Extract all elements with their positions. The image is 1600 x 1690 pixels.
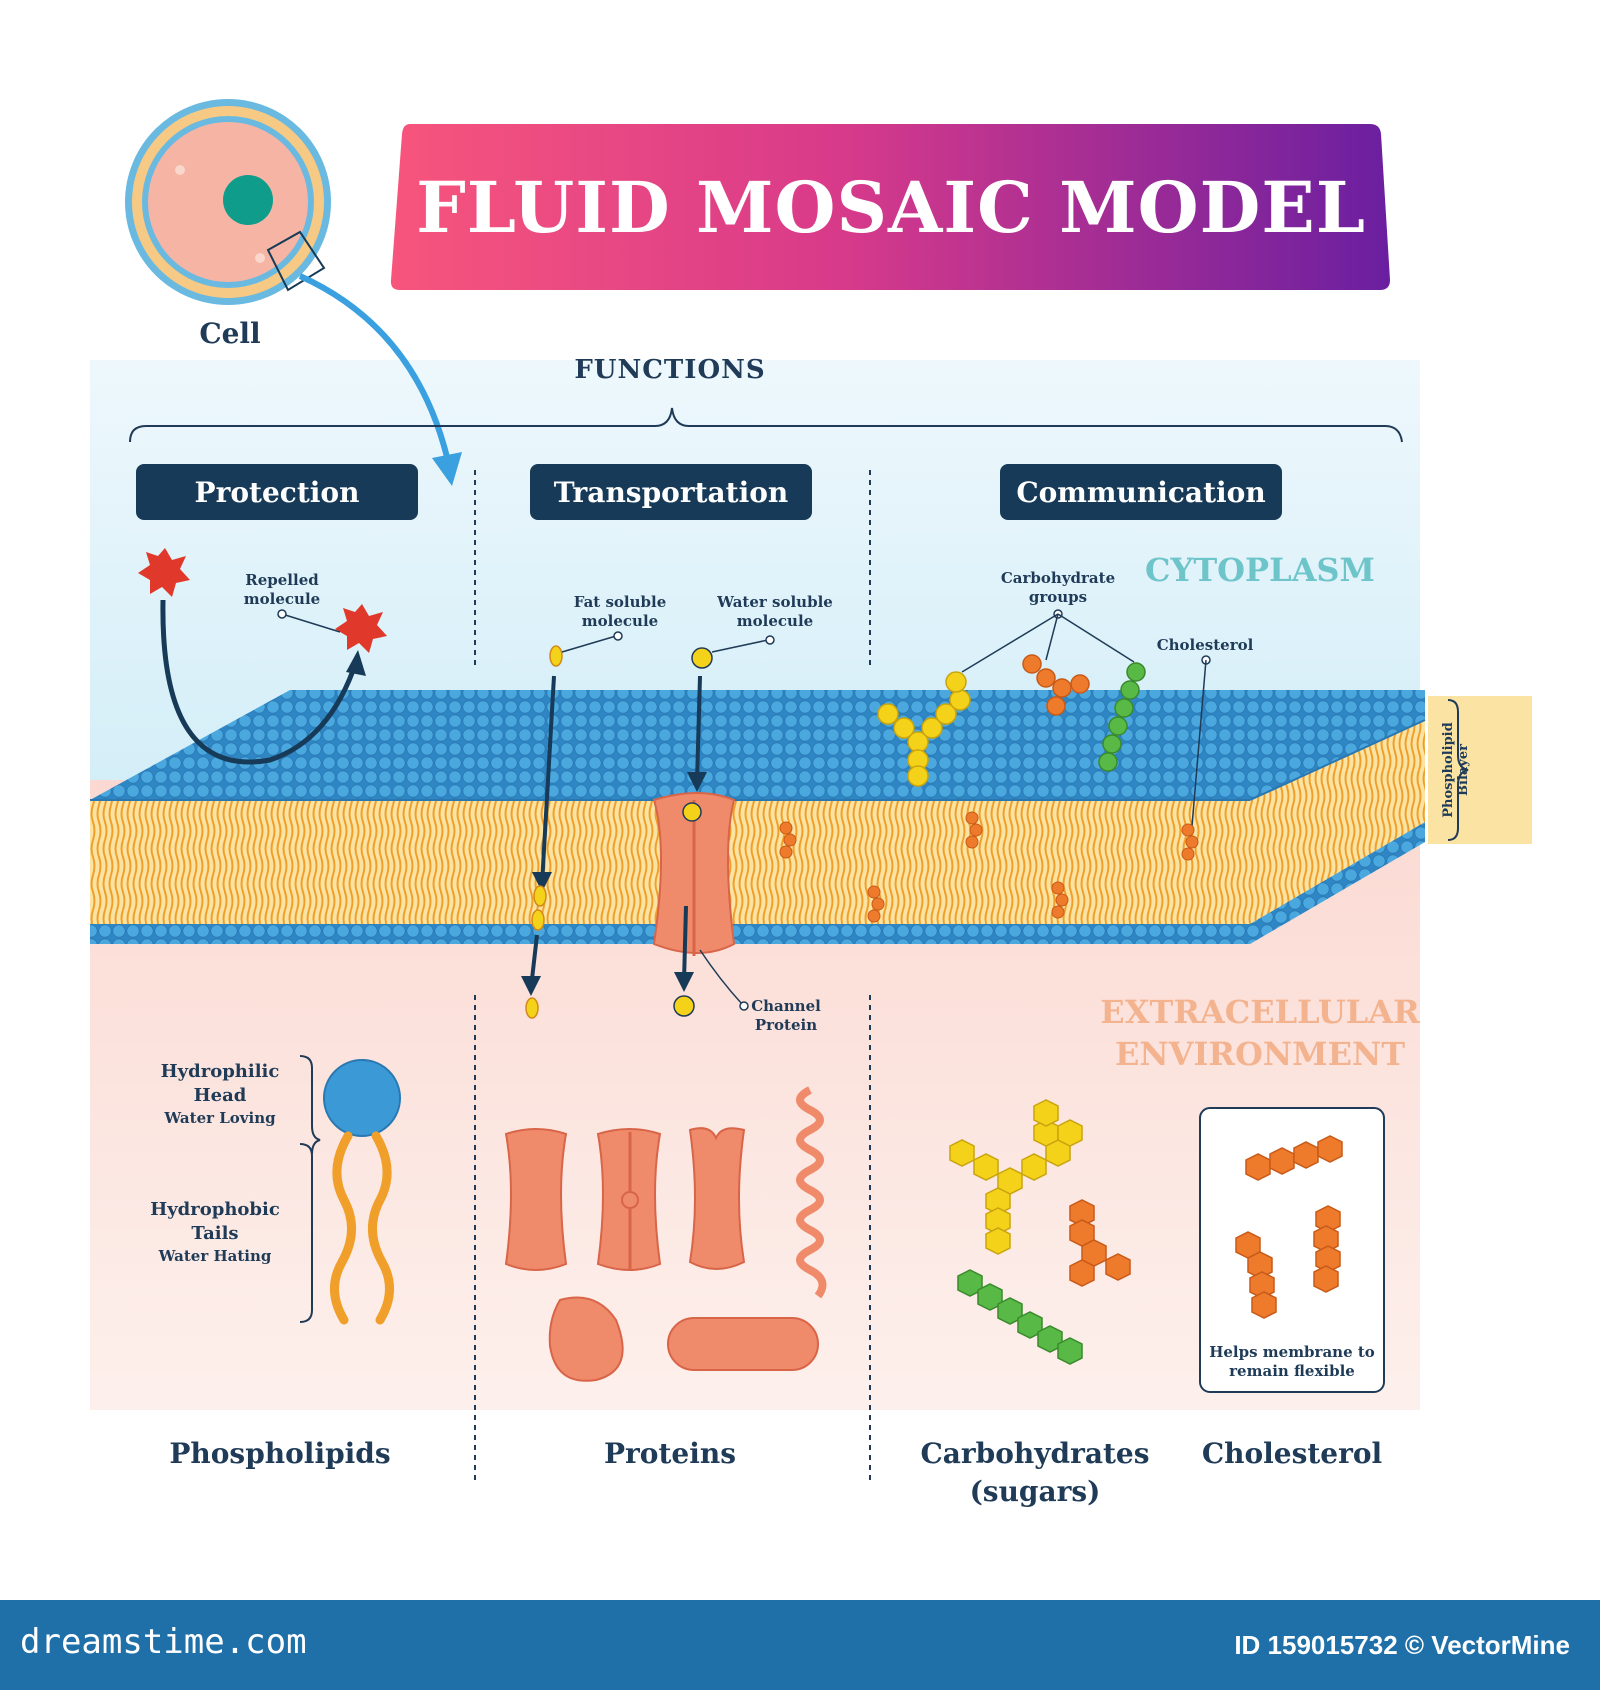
repelled-molecule-graphic	[138, 548, 387, 765]
water-soluble-label-line1: Water soluble	[717, 593, 833, 611]
channel-protein-label-line1: Channel	[751, 997, 821, 1015]
fat-soluble-label-line2: molecule	[581, 612, 659, 630]
protein-shapes	[504, 1086, 827, 1382]
water-soluble-label-line2: molecule	[736, 612, 814, 630]
phospholipids-heading: Phospholipids	[169, 1437, 391, 1470]
channel-protein-label-line2: Protein	[754, 1016, 818, 1034]
footer-bar: dreamstime.com ID 159015732 © VectorMine	[0, 1600, 1600, 1690]
repelled-label-line1: Repelled	[245, 571, 319, 589]
phospholipid-membrane	[90, 690, 1426, 944]
cholesterol-box	[1199, 1107, 1385, 1393]
membrane-cholesterol	[779, 811, 1199, 923]
cholesterol-molecules	[1235, 1135, 1343, 1319]
bilayer-brace	[1447, 699, 1469, 841]
bilayer-tag	[1428, 696, 1532, 844]
hydrophilic-label: Hydrophilic	[160, 1061, 280, 1082]
function-protection: Protection	[136, 464, 418, 520]
water-loving-label: Water Loving	[164, 1109, 276, 1127]
tails-label: Tails	[191, 1223, 239, 1244]
head-label: Head	[193, 1085, 247, 1106]
function-transportation: Transportation	[530, 464, 812, 520]
extracellular-label-line1: EXTRACELLULAR	[1100, 993, 1420, 1031]
carbohydrate-illustrations	[949, 1099, 1131, 1365]
fat-soluble-path	[521, 631, 623, 1019]
membrane-carbohydrates	[877, 609, 1211, 827]
carb-groups-label-line1: Carbohydrate	[1000, 569, 1116, 587]
water-hating-label: Water Hating	[158, 1247, 272, 1265]
cell-label: Cell	[199, 317, 261, 350]
bilayer-label: Phospholipid Bilayer	[1441, 700, 1482, 840]
page-title: FLUID MOSAIC MODEL	[416, 165, 1366, 249]
cholesterol-heading: Cholesterol	[1201, 1437, 1383, 1470]
proteins-heading: Proteins	[604, 1437, 736, 1470]
function-communication: Communication	[1000, 464, 1282, 520]
channel-protein-graphic	[652, 635, 775, 1017]
footer-site[interactable]: dreamstime.com	[20, 1622, 307, 1662]
fat-soluble-label-line1: Fat soluble	[573, 593, 667, 611]
hydrophobic-label: Hydrophobic	[150, 1199, 280, 1220]
carbohydrates-heading-line1: Carbohydrates	[920, 1437, 1150, 1470]
title-banner	[390, 124, 1391, 290]
cytoplasm-label: CYTOPLASM	[1145, 551, 1375, 589]
cholesterol-annotation: Cholesterol	[1156, 636, 1254, 654]
footer-id: ID 159015732 © VectorMine	[1234, 1630, 1570, 1660]
cholesterol-note-line2: remain flexible	[1229, 1362, 1355, 1380]
functions-brace	[129, 407, 1403, 443]
cholesterol-note-line1: Helps membrane to	[1209, 1343, 1375, 1361]
carb-groups-label-line2: groups	[1028, 588, 1088, 606]
carbohydrates-heading-line2: (sugars)	[969, 1475, 1101, 1508]
bilayer-label-line1: Phospholipid	[1441, 722, 1456, 818]
bilayer-label-line2: Bilayer	[1455, 744, 1471, 796]
extracellular-label-line2: ENVIRONMENT	[1114, 1035, 1406, 1073]
cell-icon	[125, 99, 462, 486]
functions-label: FUNCTIONS	[574, 355, 766, 385]
repelled-label-line2: molecule	[243, 590, 321, 608]
phospholipid-illustration	[299, 1055, 401, 1325]
